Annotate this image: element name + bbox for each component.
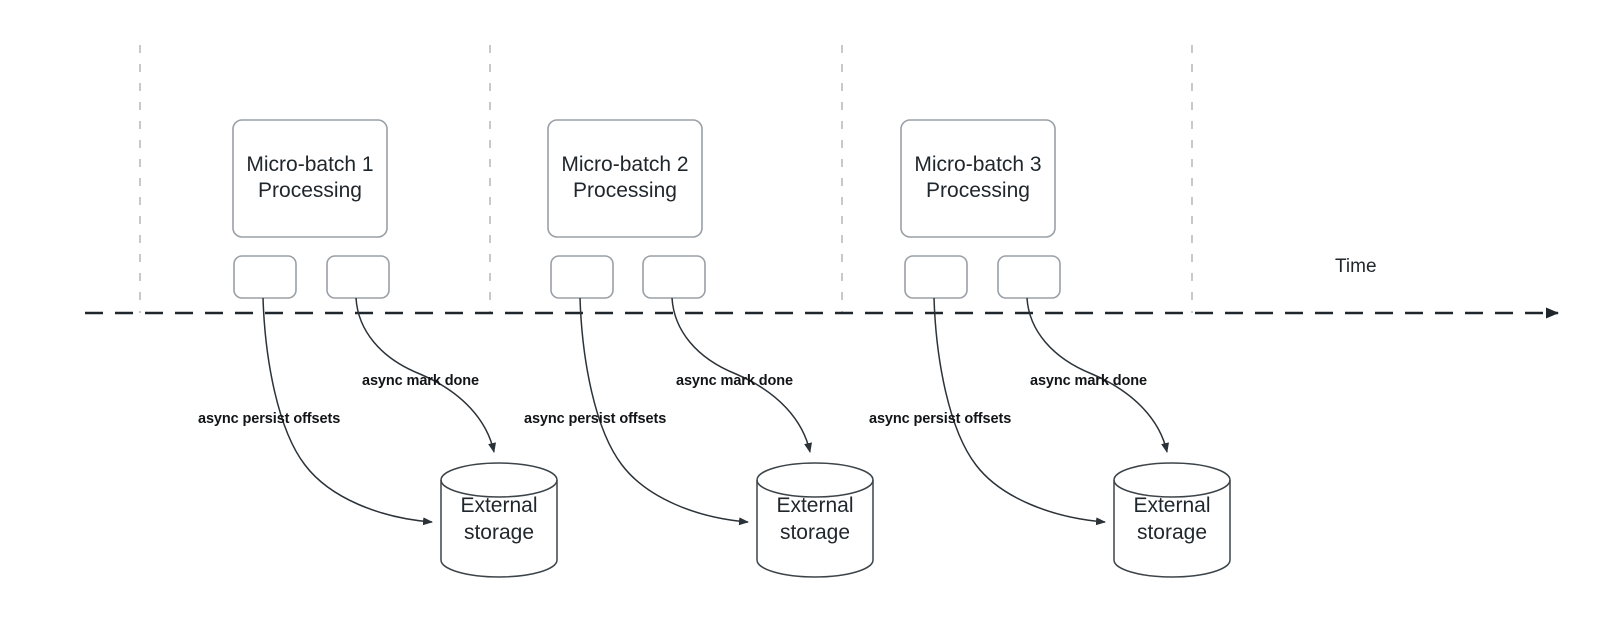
group-2-batch-box[interactable] [547, 119, 703, 238]
async-mark-done-edge-2 [671, 297, 812, 453]
group-3-batch-box[interactable] [900, 119, 1056, 238]
async-persist-offsets-edge-2 [579, 297, 749, 526]
group-1-batch-box[interactable] [232, 119, 388, 238]
async-persist-offsets-edge-1 [262, 297, 433, 526]
async-mark-done-edge-1 [355, 297, 496, 453]
task-box-3a[interactable] [904, 255, 968, 299]
async-persist-offsets-edge-3 [933, 297, 1106, 526]
diagram-shapes [232, 119, 1231, 578]
task-box-1b[interactable] [326, 255, 390, 299]
task-box-2a[interactable] [550, 255, 614, 299]
group-3-storage-cylinder-top-arc [1113, 479, 1231, 498]
task-box-1a[interactable] [233, 255, 297, 299]
group-2-storage-cylinder-body[interactable] [756, 462, 874, 578]
diagram-edges [262, 297, 1169, 526]
group-1-storage-cylinder-top-arc [440, 479, 558, 498]
group-1-storage-cylinder-body[interactable] [440, 462, 558, 578]
group-2-storage-cylinder-top-arc [756, 479, 874, 498]
async-mark-done-edge-3 [1026, 297, 1169, 453]
group-3-storage-cylinder-body[interactable] [1113, 462, 1231, 578]
timeline-tick-group [139, 45, 1193, 313]
task-box-2b[interactable] [642, 255, 706, 299]
task-box-3b[interactable] [997, 255, 1061, 299]
